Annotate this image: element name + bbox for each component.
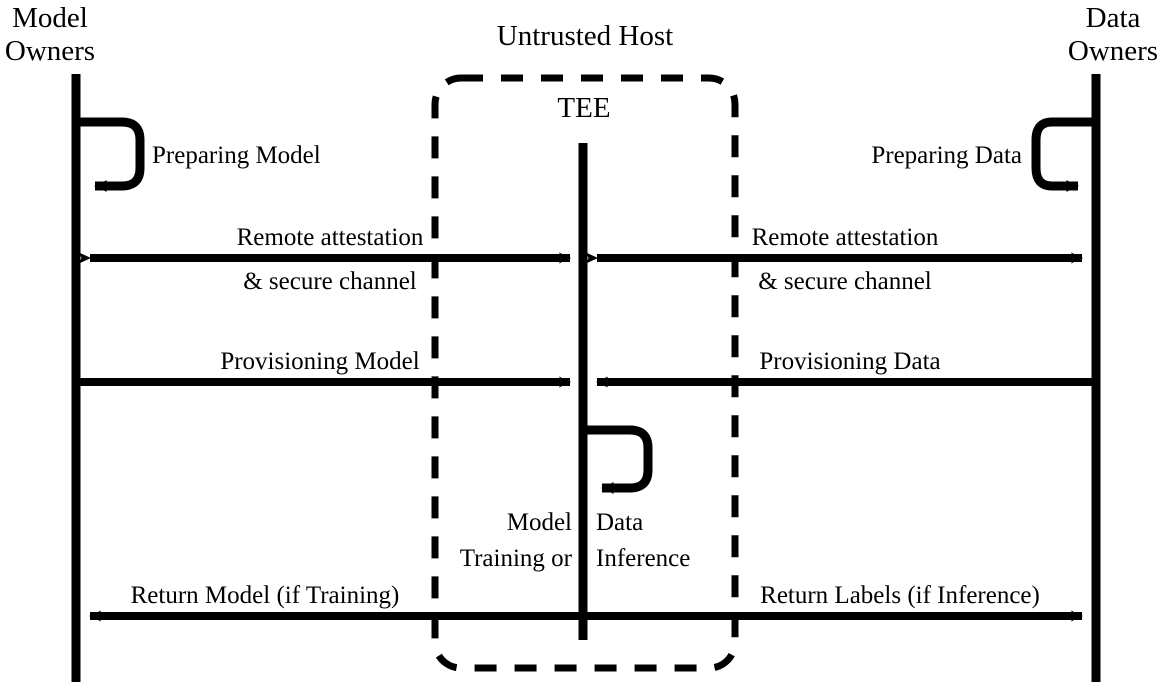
data-owners-title-line1: Data [1086,2,1141,34]
label-data-inference-line1: Data [596,509,643,536]
label-model-training-line1: Model [507,509,572,536]
label-preparing-model: Preparing Model [152,142,321,169]
label-model-training-line2: Training or [460,545,573,572]
data-owners-title-line2: Owners [1068,35,1158,67]
label-provisioning-data: Provisioning Data [759,348,940,375]
label-remote-attestation-right-line1: Remote attestation [752,224,939,251]
label-preparing-data: Preparing Data [871,142,1022,169]
model-owners-title-line1: Model [12,2,88,34]
tee-title: TEE [557,92,610,124]
label-return-model: Return Model (if Training) [131,582,400,609]
label-provisioning-model: Provisioning Model [220,348,419,375]
self-loop-preparing-data [1031,117,1096,192]
label-remote-attestation-left-line1: Remote attestation [237,224,424,251]
self-loop-tee-compute [583,425,653,494]
label-remote-attestation-right-line2: & secure channel [758,268,932,295]
label-remote-attestation-left-line2: & secure channel [243,268,417,295]
self-loop-preparing-model [76,117,145,192]
label-return-labels: Return Labels (if Inference) [760,582,1040,609]
label-data-inference-line2: Inference [596,545,690,572]
untrusted-host-boundary [431,74,739,672]
model-owners-title-line2: Owners [5,35,95,67]
untrusted-host-title: Untrusted Host [497,20,673,52]
